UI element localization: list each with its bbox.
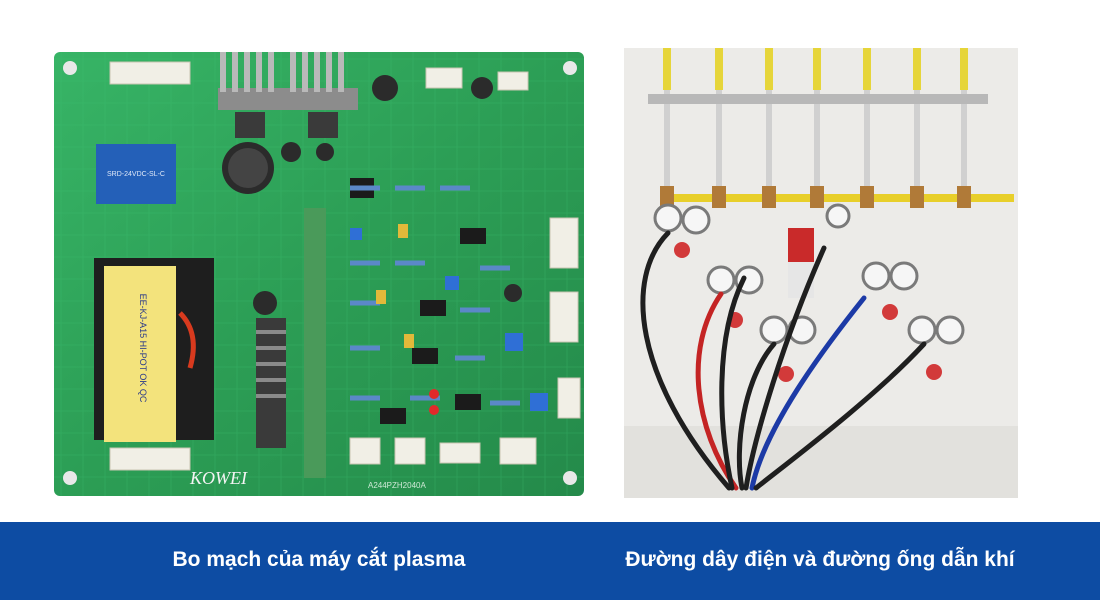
- caption-circuit-board: Bo mạch của máy cắt plasma: [172, 548, 466, 571]
- caption-gas-lines: Đường dây điện và đường ống dẫn khí: [625, 548, 1015, 571]
- photo-area: SRD-24VDC-SL-C EE-KJ-A15 HI-POT OK QC: [50, 48, 1018, 500]
- svg-text:EE-KJ-A15 HI-POT OK QC: EE-KJ-A15 HI-POT OK QC: [138, 294, 148, 403]
- svg-text:KOWEI: KOWEI: [189, 468, 248, 488]
- svg-text:SRD-24VDC-SL-C: SRD-24VDC-SL-C: [107, 171, 165, 178]
- caption-bar: Bo mạch của máy cắt plasma Đường dây điệ…: [0, 522, 1100, 600]
- gas-lines-photo: [624, 48, 1018, 498]
- circuit-board-illustration: SRD-24VDC-SL-C EE-KJ-A15 HI-POT OK QC: [54, 52, 584, 496]
- svg-text:A244PZH2040A: A244PZH2040A: [368, 481, 426, 490]
- relay: SRD-24VDC-SL-C: [96, 144, 176, 204]
- heatsink: [218, 52, 358, 138]
- circuit-board-photo: SRD-24VDC-SL-C EE-KJ-A15 HI-POT OK QC: [50, 48, 588, 500]
- transformer: EE-KJ-A15 HI-POT OK QC: [94, 258, 214, 442]
- gas-lines-illustration: [624, 48, 1018, 498]
